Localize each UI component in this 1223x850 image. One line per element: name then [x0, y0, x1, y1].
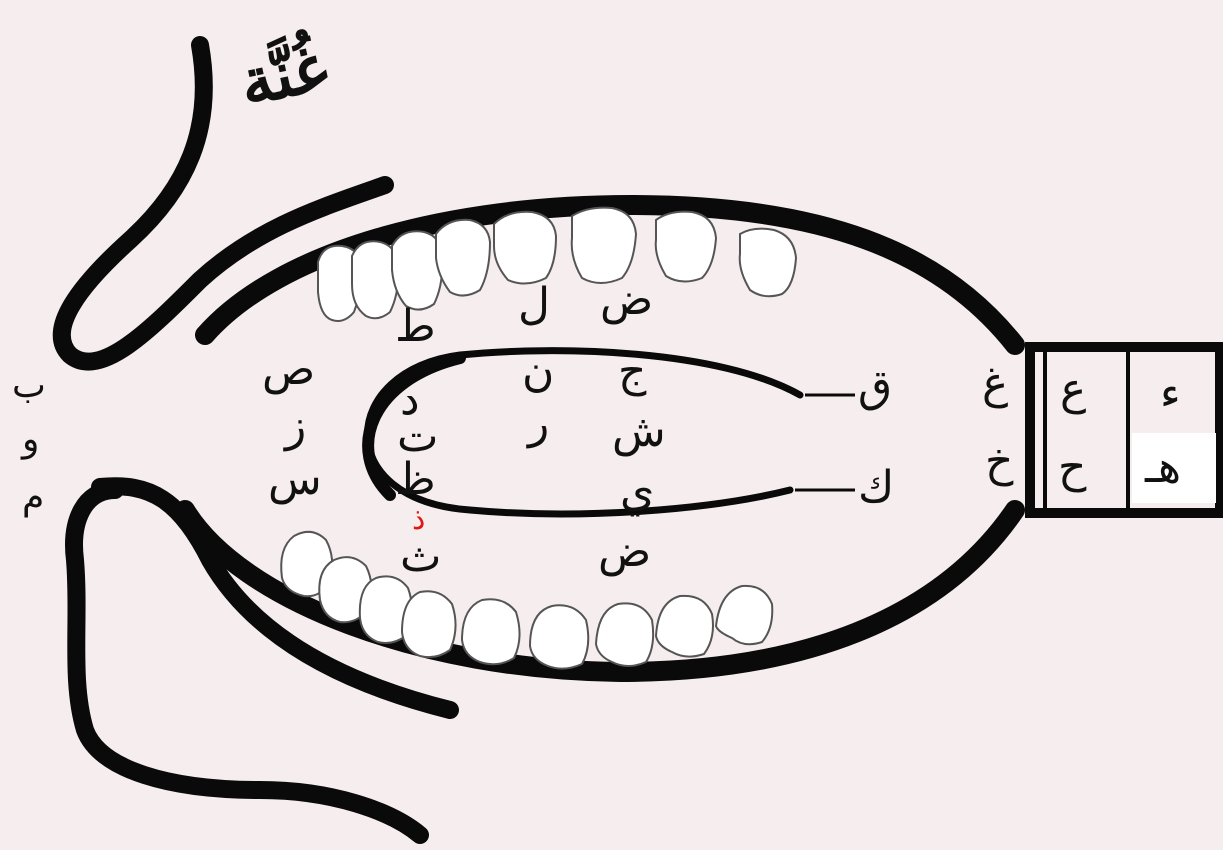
letter-ra: ر	[528, 402, 549, 446]
chin-outline	[74, 490, 420, 835]
letter-ain: ع	[1060, 368, 1086, 412]
letter-tha: ث	[400, 535, 441, 579]
letter-haa: ح	[1058, 446, 1086, 490]
letter-qaf: ق	[858, 365, 892, 409]
tooth	[572, 208, 636, 283]
tooth	[716, 586, 772, 644]
letter-seen: س	[268, 458, 322, 502]
letter-ya: ي	[620, 470, 654, 514]
tooth	[656, 212, 716, 282]
tooth	[596, 603, 653, 666]
letter-dad-upper: ض	[600, 278, 653, 322]
tooth	[530, 605, 588, 668]
tooth	[462, 599, 520, 664]
tooth	[740, 229, 796, 297]
letter-khaa: خ	[985, 440, 1013, 484]
letter-jeem: ج	[618, 350, 646, 394]
letter-meem: م	[22, 480, 44, 516]
letter-ba: ب	[12, 368, 46, 404]
letter-ha-throat: هـ	[1145, 446, 1181, 490]
lower-teeth	[281, 532, 772, 669]
letter-kaf: ك	[858, 466, 894, 510]
letter-hamza: ء	[1160, 372, 1181, 416]
tooth	[402, 591, 456, 657]
letter-zay: ز	[285, 405, 306, 449]
tooth	[436, 220, 490, 296]
letter-ta: ت	[397, 415, 438, 459]
tooth	[392, 231, 442, 309]
tooth	[494, 212, 556, 284]
letter-ghain: غ	[982, 362, 1008, 406]
letter-dad-lower: ض	[598, 530, 651, 574]
letter-zaa: ظ	[395, 458, 436, 502]
tooth	[656, 596, 713, 657]
letter-sad: ص	[262, 348, 315, 392]
letter-lam: ل	[518, 283, 550, 327]
letter-taa: ط	[395, 305, 436, 349]
letter-sheen: ش	[612, 410, 666, 454]
letter-noon: ن	[522, 350, 554, 394]
letter-waw: و	[22, 422, 39, 458]
